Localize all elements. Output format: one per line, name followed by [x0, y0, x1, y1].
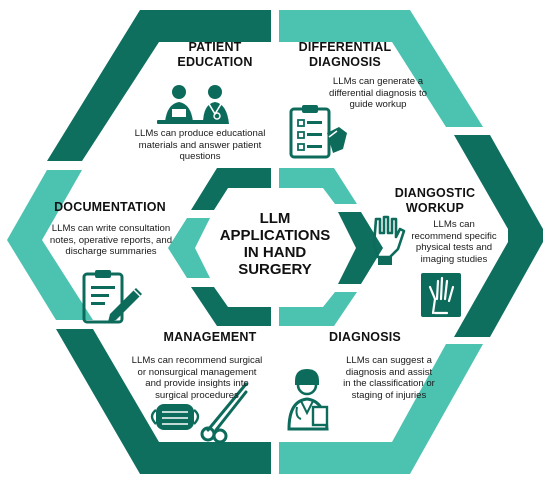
desc-line: surgical procedures: [155, 389, 239, 401]
title-line: DOCUMENTATION: [54, 200, 166, 214]
diagnostic-workup-title: DIANGOSTIC WORKUP: [380, 186, 490, 216]
patient-education-title: PATIENT EDUCATION: [150, 40, 280, 70]
center-title-line: IN HAND: [243, 244, 307, 261]
desc-line: LLMs can generate a: [332, 76, 424, 87]
title-line: DIFFERENTIAL: [298, 40, 392, 54]
diagnosis-title: DIAGNOSIS: [300, 330, 430, 345]
diagnostic-workup-description: LLMs can recommend specific physical tes…: [404, 219, 504, 265]
ring-segment-left-light: [7, 170, 93, 320]
patient-education-description: LLMs can produce educational materials a…: [120, 128, 280, 163]
doctor-patient-icon: [157, 85, 229, 124]
title-line: WORKUP: [405, 201, 465, 215]
desc-line: diagnosis and assist: [345, 366, 433, 378]
documentation-description: LLMs can write consultation notes, opera…: [36, 223, 186, 258]
desc-line: LLMs can recommend surgical: [131, 355, 263, 366]
inner-segment-bottom-right: [279, 292, 357, 326]
xray-icon: [421, 273, 461, 317]
desc-line: LLMs can: [433, 219, 475, 230]
differential-diagnosis-title: DIFFERENTIAL DIAGNOSIS: [280, 40, 410, 70]
inner-segment-bottom-left: [191, 287, 271, 326]
inner-segment-top-left: [191, 168, 271, 210]
inner-segment-right: [338, 212, 383, 284]
center-title-line: SURGERY: [238, 261, 312, 278]
desc-line: LLMs can write consultation: [51, 223, 171, 234]
differential-diagnosis-description: LLMs can generate a differential diagnos…: [318, 76, 438, 111]
desc-line: LLMs can produce educational: [134, 128, 266, 139]
ring-segment-right-dark: [454, 135, 543, 337]
desc-line: physical tests and: [415, 242, 493, 254]
title-line: DIAGNOSIS: [309, 55, 381, 69]
ring-segment-top-right-light: [279, 10, 483, 127]
diagnosis-description: LLMs can suggest a diagnosis and assist …: [324, 355, 454, 401]
desc-line: discharge summaries: [65, 246, 157, 258]
clipboard-checklist-icon: [289, 105, 347, 159]
desc-line: and provide insights into: [145, 378, 249, 390]
title-line: DIAGNOSIS: [329, 330, 401, 344]
desc-line: LLMs can suggest a: [346, 355, 432, 366]
management-title: MANAGEMENT: [140, 330, 280, 345]
desc-line: in the classification or: [343, 378, 435, 390]
desc-line: materials and answer patient: [138, 139, 262, 151]
ring-segment-bottom-right-light: [279, 344, 483, 474]
desc-line: staging of injuries: [351, 389, 427, 401]
inner-segment-top-right: [279, 168, 357, 204]
management-description: LLMs can recommend surgical or nonsurgic…: [122, 355, 272, 401]
center-title: LLM APPLICATIONS IN HAND SURGERY: [205, 210, 345, 278]
doctor-clipboard-icon: [287, 369, 329, 431]
desc-line: questions: [179, 151, 221, 163]
hand-xray-icon: [372, 215, 406, 265]
title-line: PATIENT: [188, 40, 242, 54]
center-title-line: APPLICATIONS: [219, 227, 331, 244]
title-line: EDUCATION: [177, 55, 253, 69]
title-line: DIANGOSTIC: [394, 186, 476, 200]
clipboard-pen-icon: [82, 270, 142, 324]
inner-segment-left: [168, 218, 210, 278]
desc-line: differential diagnosis to: [329, 87, 427, 99]
center-title-line: LLM: [259, 210, 291, 227]
desc-line: recommend specific: [411, 230, 497, 242]
desc-line: imaging studies: [420, 253, 488, 265]
desc-line: notes, operative reports, and: [49, 234, 173, 246]
ring-segment-top-left-dark: [47, 10, 271, 161]
mask-scissors-icon: [150, 382, 248, 444]
desc-line: guide workup: [349, 99, 407, 111]
ring-segment-bottom-left-dark: [56, 329, 271, 474]
title-line: MANAGEMENT: [163, 330, 257, 344]
desc-line: or nonsurgical management: [137, 366, 257, 378]
documentation-title: DOCUMENTATION: [40, 200, 180, 215]
